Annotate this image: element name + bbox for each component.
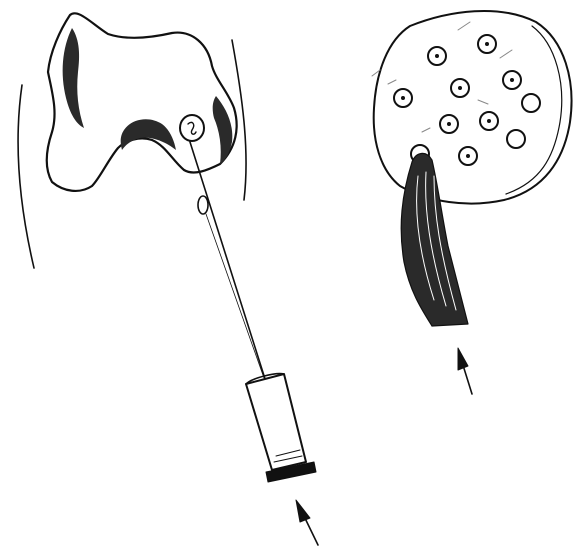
- needle-shaft-inner: [206, 214, 264, 378]
- right-panel: [372, 11, 572, 394]
- lesion-circle: [180, 115, 204, 141]
- left-panel: [18, 13, 318, 545]
- outer-contour-left: [18, 85, 34, 268]
- needle-ring: [198, 196, 208, 214]
- drill-hole: [522, 94, 540, 112]
- arrow-up-icon: [458, 348, 472, 394]
- syringe: [246, 374, 316, 482]
- drill-hole: [507, 130, 525, 148]
- arrow-up-icon: [296, 500, 318, 545]
- needle: [190, 142, 266, 382]
